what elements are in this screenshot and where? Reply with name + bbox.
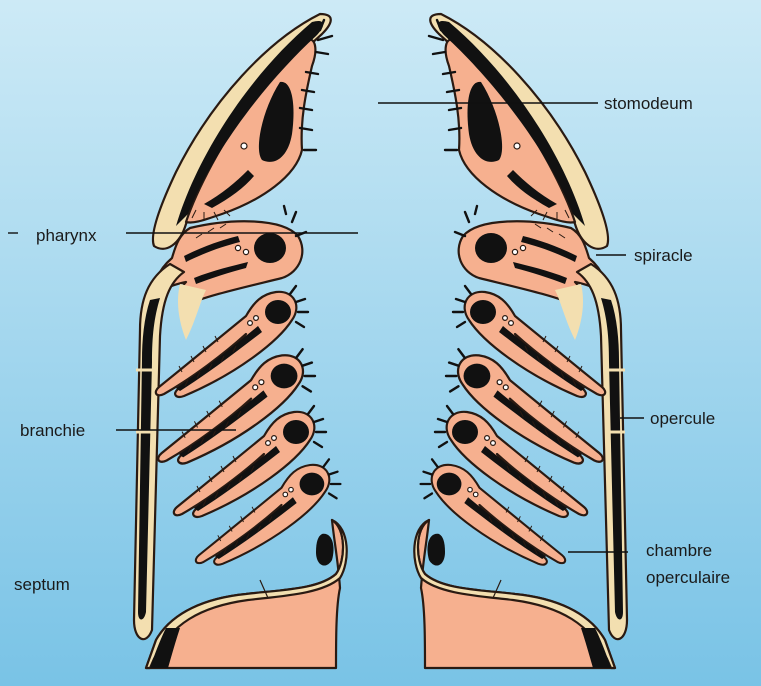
label-branchie: branchie [20,421,85,440]
label-opercule: opercule [650,409,715,428]
label-pharynx: pharynx [36,226,97,245]
label-operculaire: operculaire [646,568,730,587]
label-septum: septum [14,575,70,594]
label-spiracle: spiracle [634,246,693,265]
label-stomodeum: stomodeum [604,94,693,113]
label-chambre: chambre [646,541,712,560]
